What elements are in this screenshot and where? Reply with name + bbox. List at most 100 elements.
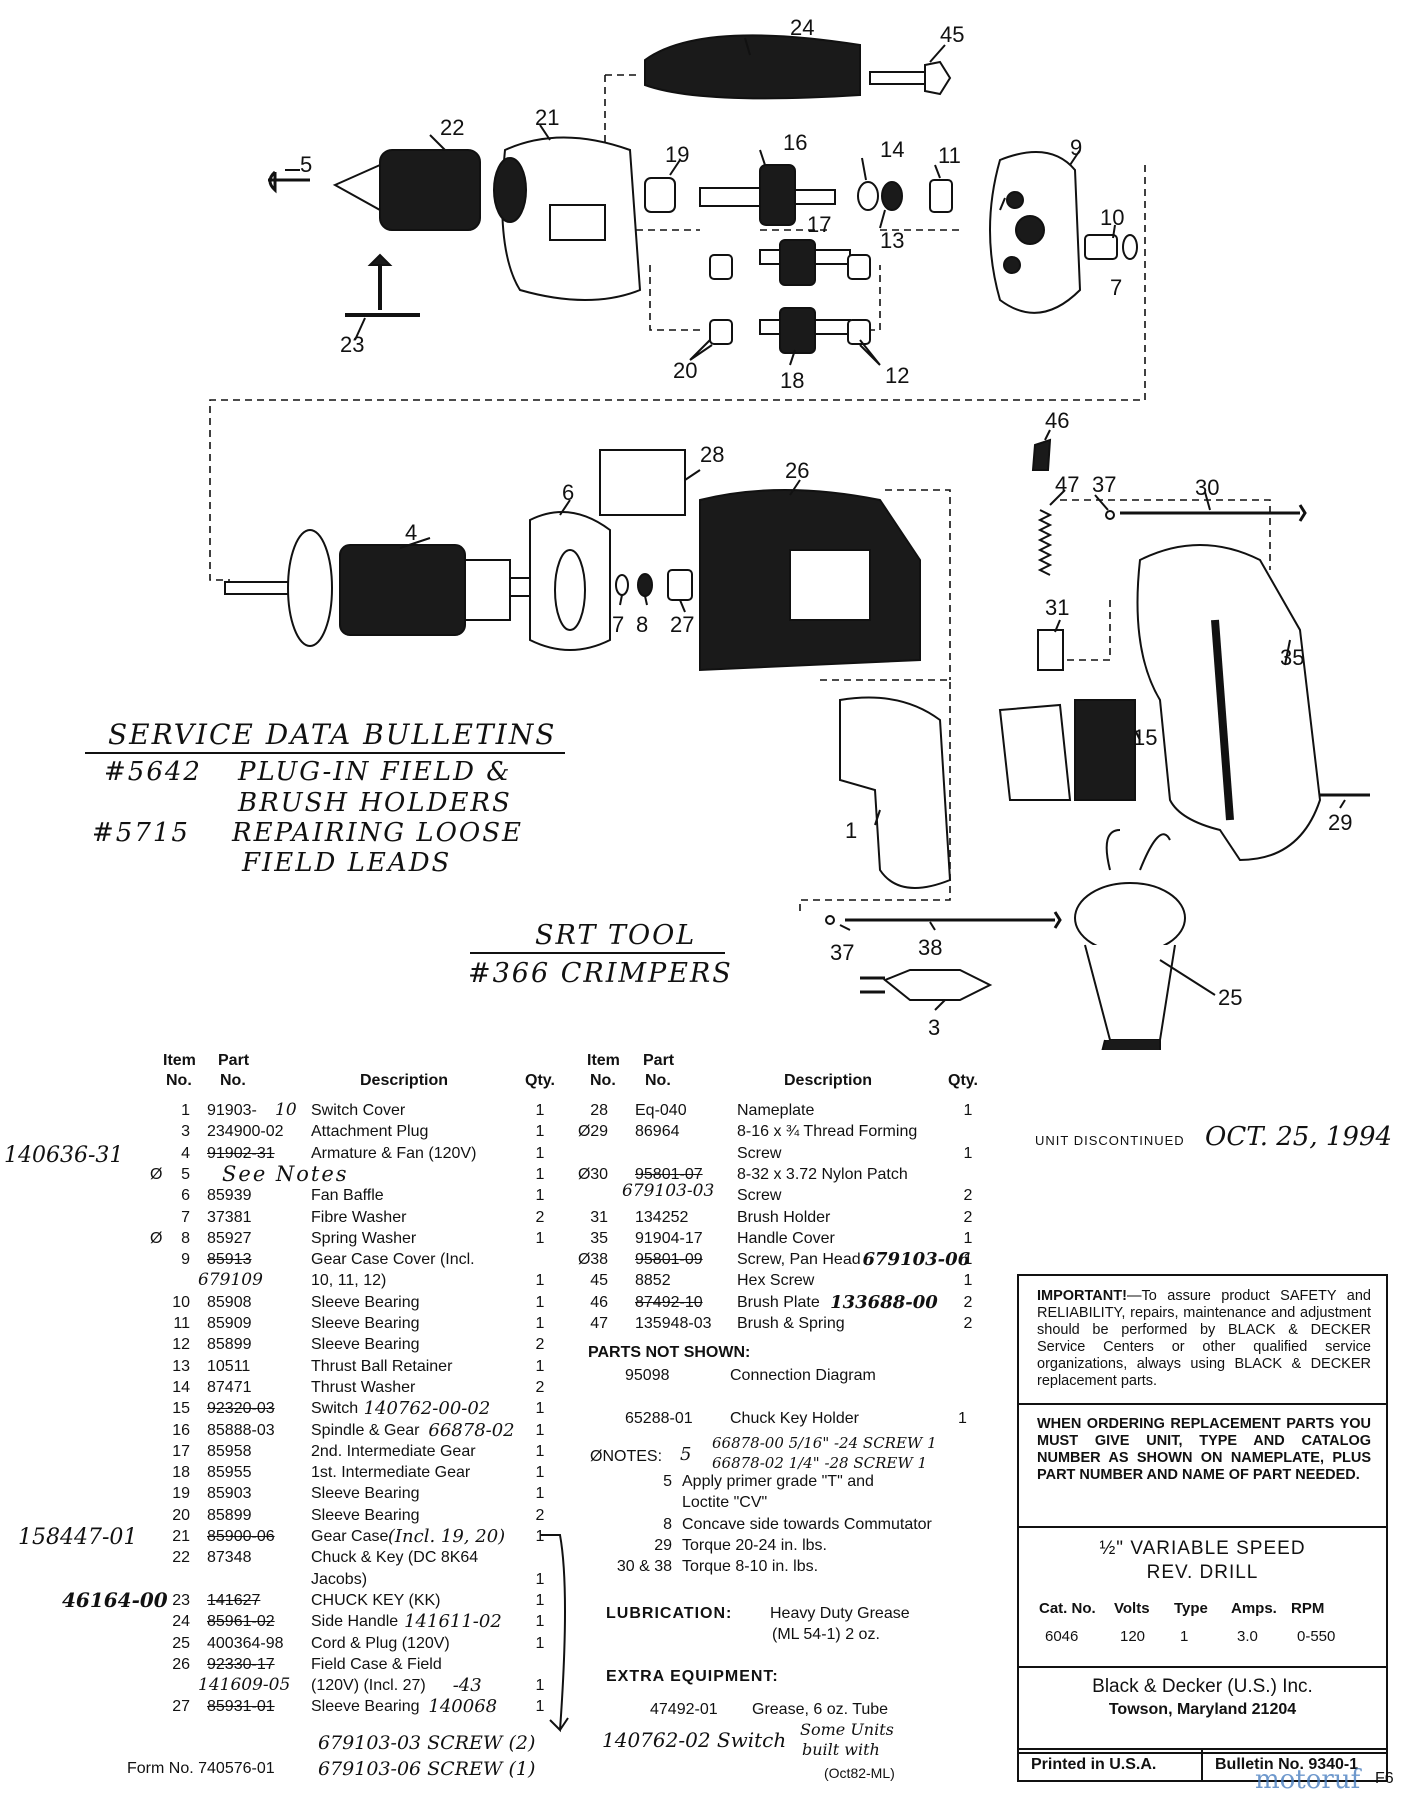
- quantity: 1: [535, 1485, 545, 1503]
- callout: 12: [885, 363, 909, 388]
- callout: 11: [938, 143, 961, 168]
- item-number: 10: [172, 1293, 190, 1311]
- part-number: 85899: [207, 1336, 252, 1354]
- quantity: 1: [963, 1251, 973, 1269]
- underline: [85, 752, 565, 754]
- screw-note-1: 679103-03 SCREW (2): [318, 1732, 536, 1754]
- item-number: 1: [181, 1102, 190, 1119]
- description: Field Case & Field: [311, 1655, 442, 1673]
- quantity: 1: [535, 1272, 545, 1290]
- part-number: 8852: [635, 1272, 671, 1290]
- note-item: 8 Concave side towards Commutator: [600, 1516, 1000, 1537]
- quantity: 1: [535, 1102, 545, 1119]
- quantity: 2: [535, 1208, 545, 1226]
- header-qty: Qty.: [525, 1072, 555, 1089]
- lubrication-line2: (ML 54-1) 2 oz.: [772, 1626, 880, 1643]
- pns-desc-2: Chuck Key Holder: [730, 1410, 859, 1427]
- header-part-no: No.: [220, 1072, 246, 1089]
- description: Sleeve Bearing: [311, 1315, 420, 1332]
- note-text: Torque 8-10 in. lbs.: [682, 1558, 819, 1576]
- item-number: 8: [181, 1229, 190, 1247]
- note-number: 5: [663, 1473, 672, 1490]
- side-handle-part: [644, 34, 861, 100]
- item-number: 23: [172, 1591, 190, 1609]
- item-number: 28: [590, 1102, 608, 1119]
- lubrication-label: LUBRICATION:: [606, 1605, 733, 1622]
- product-title-2: REV. DRILL: [1146, 1562, 1259, 1583]
- callout: 8: [636, 612, 648, 637]
- handwritten-part: See Notes: [222, 1161, 349, 1186]
- header-part-no: No.: [645, 1072, 671, 1089]
- pns-qty-2: 1: [958, 1410, 967, 1427]
- spec-header: Cat. No.: [1039, 1600, 1096, 1617]
- row-mark: Ø: [578, 1251, 591, 1269]
- handwritten-replacement: 140068: [428, 1696, 498, 1718]
- switch-note-line2: built with: [802, 1740, 880, 1759]
- note-text: Loctite "CV": [682, 1494, 768, 1512]
- item-number: 46: [590, 1293, 608, 1311]
- header-item: Item: [163, 1052, 196, 1069]
- description: 8-32 x 3.72 Nylon Patch: [737, 1165, 908, 1183]
- description: Spindle & Gear: [311, 1421, 420, 1439]
- item-number: 29: [590, 1123, 608, 1141]
- quantity: 1: [535, 1591, 545, 1609]
- description: Jacobs): [311, 1570, 368, 1588]
- part-number: 37381: [207, 1208, 252, 1226]
- spec-value: 6046: [1045, 1628, 1079, 1645]
- item-number: 45: [590, 1272, 608, 1290]
- header-part: Part: [643, 1052, 675, 1069]
- note-text: Torque 20-24 in. lbs.: [682, 1536, 827, 1554]
- description: Sleeve Bearing: [311, 1485, 420, 1503]
- info-box: IMPORTANT!—To assure product SAFETY and …: [1017, 1274, 1388, 1754]
- handwritten-replacement: 133688-00: [830, 1291, 938, 1313]
- description: Hex Screw: [737, 1272, 815, 1290]
- lubrication-line1: Heavy Duty Grease: [770, 1605, 910, 1622]
- item-number: 26: [172, 1655, 190, 1673]
- note-item: Loctite "CV": [600, 1494, 1000, 1515]
- handwritten-replacement: 66878-02: [428, 1419, 515, 1441]
- bulletin-2-number: #5715: [92, 818, 190, 848]
- pns-part-1: 95098: [625, 1367, 670, 1384]
- note-text: Concave side towards Commutator: [682, 1515, 932, 1533]
- callout: 31: [1045, 595, 1069, 620]
- bulletin-1-number: #5642: [104, 757, 202, 787]
- description: Gear Case: [311, 1528, 389, 1545]
- part-number: 85927: [207, 1229, 252, 1247]
- callout: 3: [928, 1015, 940, 1040]
- item-number: 20: [172, 1506, 190, 1524]
- quantity: 1: [535, 1229, 545, 1247]
- divider: [1019, 1526, 1386, 1528]
- item-number: 22: [172, 1549, 190, 1567]
- description: Fibre Washer: [311, 1208, 407, 1226]
- parts-not-shown-title: PARTS NOT SHOWN:: [588, 1344, 751, 1361]
- callout: 19: [665, 142, 689, 167]
- item-number: 13: [172, 1357, 190, 1375]
- description: 2nd. Intermediate Gear: [311, 1442, 476, 1460]
- part-number: 234900-02: [207, 1123, 284, 1141]
- description: Chuck & Key (DC 8K64: [311, 1549, 479, 1567]
- item-number: 19: [172, 1485, 190, 1503]
- description: Screw: [737, 1187, 782, 1205]
- row-mark: Ø: [578, 1165, 591, 1183]
- spec-header: Volts: [1114, 1600, 1150, 1617]
- note-number: 8: [663, 1515, 672, 1533]
- bulletin-number: Bulletin No. 9340-1: [1215, 1756, 1359, 1773]
- unit-discontinued-date: OCT. 25, 1994: [1205, 1122, 1393, 1152]
- callout: 6: [562, 480, 574, 505]
- part-number: 85961-02: [207, 1613, 275, 1631]
- header-description: Description: [784, 1072, 873, 1089]
- callout: 17: [807, 212, 831, 237]
- quantity: 1: [535, 1442, 545, 1460]
- description: CHUCK KEY (KK): [311, 1591, 441, 1609]
